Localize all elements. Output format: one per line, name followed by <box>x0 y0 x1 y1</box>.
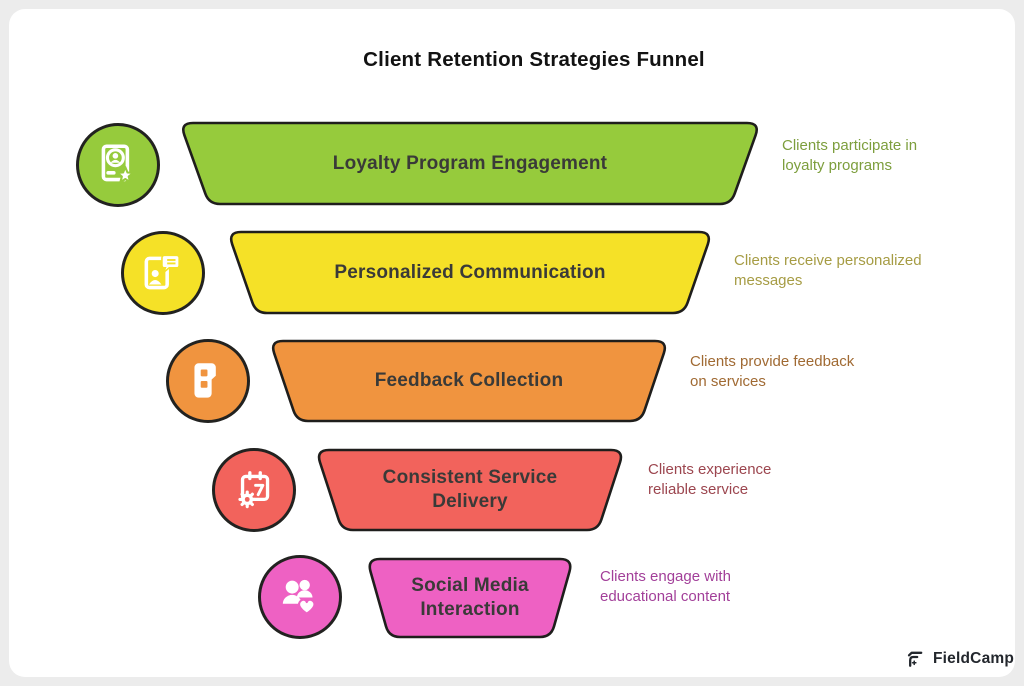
funnel-segment-loyalty <box>181 121 759 206</box>
funnel-annotation: Clients engage with educational content <box>600 568 731 605</box>
funnel-segment-communication <box>229 230 711 315</box>
funnel-annotation: Clients participate in loyalty programs <box>782 137 918 174</box>
funnel-annotation: Clients receive personalized messages <box>734 252 922 289</box>
funnel-segment-label: Loyalty Program Engagement <box>332 152 608 174</box>
funnel-segment-label: Consistent Service Delivery <box>382 467 558 512</box>
chat-card-icon <box>121 231 205 315</box>
funnel-annotation: Clients provide feedback on services <box>690 353 855 390</box>
funnel-segment-label: Personalized Communication <box>334 261 606 283</box>
funnel-segment-label: Social Media Interaction <box>411 575 529 620</box>
service-calendar-icon <box>212 448 296 532</box>
page-title: Client Retention Strategies Funnel <box>363 48 705 71</box>
funnel-segment-service <box>317 448 623 532</box>
feedback-form-icon <box>166 339 250 423</box>
funnel-annotation: Clients experience reliable service <box>648 461 772 498</box>
fieldcamp-logo-icon <box>907 651 923 667</box>
funnel-segment-label: Feedback Collection <box>374 370 564 392</box>
brand-name: FieldCamp <box>933 650 1015 667</box>
brand-logo: FieldCamp <box>903 645 1014 673</box>
funnel-segment-social <box>368 557 572 639</box>
funnel-segment-feedback <box>271 339 667 423</box>
people-heart-icon <box>258 555 342 639</box>
loyalty-badge-icon <box>76 123 160 207</box>
